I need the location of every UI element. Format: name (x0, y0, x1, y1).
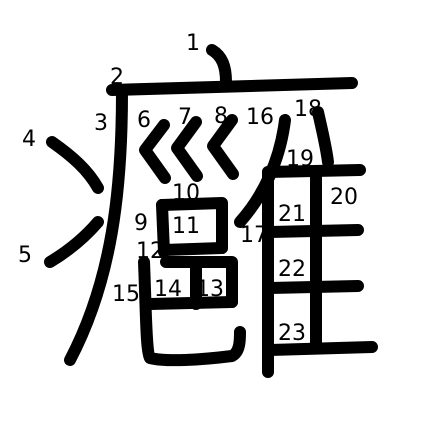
stroke-number-3: 3 (94, 111, 108, 136)
stroke-number-21: 21 (278, 202, 306, 227)
stroke-8 (207, 114, 239, 180)
stroke-number-14: 14 (154, 277, 182, 302)
stroke-4 (46, 136, 104, 194)
stroke-18 (312, 106, 334, 168)
stroke-12 (138, 256, 246, 367)
stroke-order-labels: 1 2 3 4 5 6 7 8 9 10 11 12 13 14 15 16 1… (18, 31, 358, 346)
stroke-number-13: 13 (196, 277, 224, 302)
stroke-number-18: 18 (294, 97, 322, 122)
stroke-number-17: 17 (240, 223, 268, 248)
stroke-number-7: 7 (178, 105, 192, 130)
stroke-5 (44, 216, 104, 268)
stroke-number-11: 11 (172, 214, 200, 239)
stroke-number-22: 22 (278, 257, 306, 282)
stroke-10 (156, 197, 228, 254)
stroke-number-20: 20 (330, 185, 358, 210)
stroke-3 (64, 86, 128, 366)
stroke-number-12: 12 (136, 239, 164, 264)
stroke-number-4: 4 (22, 127, 36, 152)
stroke-2 (106, 77, 358, 96)
stroke-number-10: 10 (172, 181, 200, 206)
stroke-number-9: 9 (134, 211, 148, 236)
stroke-22 (264, 280, 364, 294)
stroke-number-6: 6 (137, 108, 151, 133)
character-strokes (44, 44, 378, 378)
stroke-11 (158, 242, 228, 256)
stroke-7 (171, 116, 203, 182)
stroke-23 (264, 341, 378, 356)
stroke-number-8: 8 (214, 104, 228, 129)
stroke-number-23: 23 (278, 321, 306, 346)
stroke-number-1: 1 (186, 31, 200, 56)
stroke-1 (206, 44, 232, 88)
stroke-number-15: 15 (112, 282, 140, 307)
stroke-13 (160, 256, 238, 308)
stroke-15 (144, 296, 238, 310)
stroke-21 (264, 224, 364, 238)
stroke-6 (139, 119, 171, 184)
stroke-number-19: 19 (286, 147, 314, 172)
stroke-number-5: 5 (18, 243, 32, 268)
stroke-number-2: 2 (110, 65, 124, 90)
stroke-number-16: 16 (246, 105, 274, 130)
